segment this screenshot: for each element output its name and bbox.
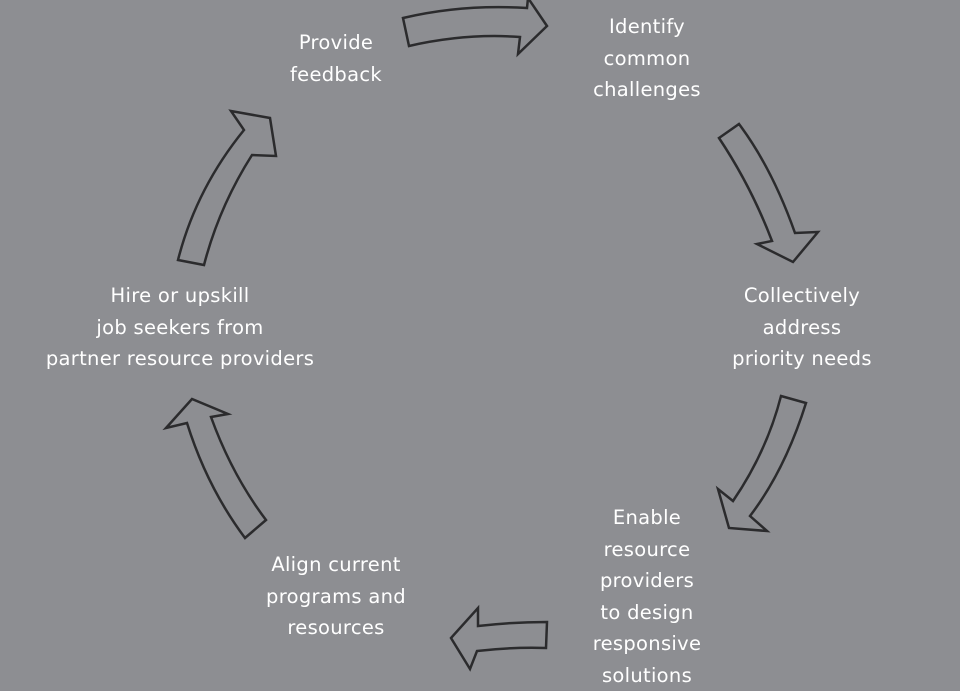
cycle-diagram: Provide feedback Identify common challen… bbox=[0, 0, 960, 675]
step-line: address bbox=[712, 312, 892, 344]
step-identify-challenges: Identify common challenges bbox=[557, 11, 737, 106]
step-line: solutions bbox=[557, 660, 737, 691]
step-line: job seekers from bbox=[20, 312, 340, 344]
step-line: programs and bbox=[246, 581, 426, 613]
step-line: Align current bbox=[246, 549, 426, 581]
step-line: challenges bbox=[557, 74, 737, 106]
step-line: common bbox=[557, 43, 737, 75]
step-provide-feedback: Provide feedback bbox=[246, 27, 426, 90]
step-align-programs: Align current programs and resources bbox=[246, 549, 426, 644]
step-line: Hire or upskill bbox=[20, 280, 340, 312]
step-line: to design bbox=[557, 597, 737, 629]
step-address-needs: Collectively address priority needs bbox=[712, 280, 892, 375]
step-line: responsive bbox=[557, 628, 737, 660]
step-line: feedback bbox=[246, 59, 426, 91]
step-line: partner resource providers bbox=[20, 343, 340, 375]
step-enable-providers: Enable resource providers to design resp… bbox=[557, 502, 737, 691]
arrow-hire-to-feedback bbox=[178, 111, 276, 265]
arrow-enable-to-align bbox=[451, 608, 547, 669]
arrow-identify-to-address bbox=[719, 124, 818, 262]
step-hire-upskill: Hire or upskill job seekers from partner… bbox=[20, 280, 340, 375]
step-line: Identify bbox=[557, 11, 737, 43]
step-line: Provide bbox=[246, 27, 426, 59]
step-line: Enable bbox=[557, 502, 737, 534]
step-line: resources bbox=[246, 612, 426, 644]
step-line: providers bbox=[557, 565, 737, 597]
arrow-align-to-hire bbox=[166, 399, 266, 538]
step-line: priority needs bbox=[712, 343, 892, 375]
step-line: resource bbox=[557, 534, 737, 566]
step-line: Collectively bbox=[712, 280, 892, 312]
